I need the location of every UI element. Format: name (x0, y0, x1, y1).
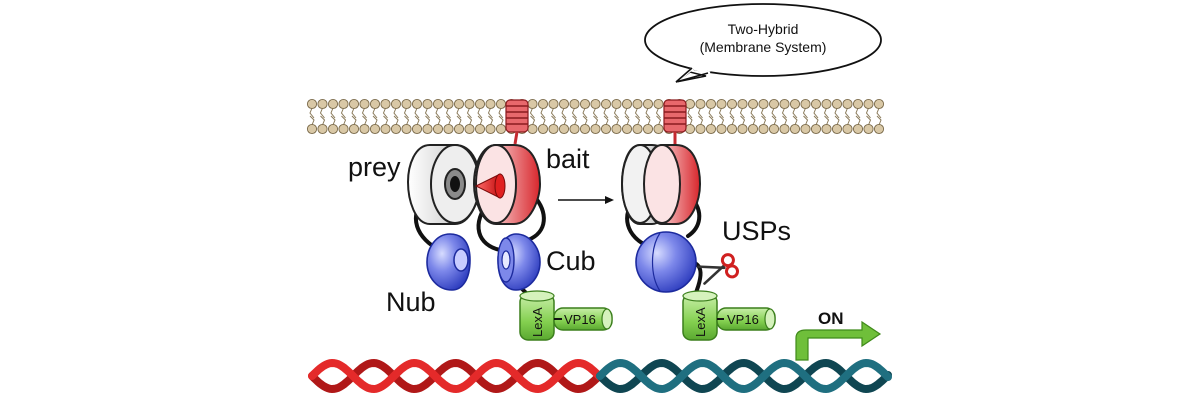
usps-label: USPs (722, 216, 791, 246)
speech-bubble-line1: Two-Hybrid (728, 21, 799, 37)
speech-bubble-line2: (Membrane System) (700, 39, 827, 55)
nub-label: Nub (386, 287, 436, 317)
vp16-label-left: VP16 (564, 312, 596, 327)
reaction-arrow-icon (558, 196, 614, 204)
dna-double-helix (308, 358, 892, 394)
reconstituted-ubiquitin (635, 231, 697, 293)
prey-label: prey (348, 152, 401, 182)
bait-protein-complexed (643, 144, 702, 225)
bait-label: bait (546, 144, 590, 174)
speech-bubble: Two-Hybrid (Membrane System) (644, 3, 882, 84)
prey-protein (406, 144, 482, 225)
lexa-label-left: LexA (530, 307, 545, 337)
cub-domain (497, 233, 541, 291)
lexa-vp16-right: LexA VP16 (682, 290, 776, 341)
vp16-label-right: VP16 (727, 312, 759, 327)
lexa-label-right: LexA (693, 307, 708, 337)
nub-domain (426, 233, 471, 291)
scissors-icon (697, 253, 740, 285)
on-arrow-icon: ON (795, 309, 882, 361)
bait-protein (472, 144, 542, 225)
cub-label: Cub (546, 246, 596, 276)
on-label: ON (818, 309, 844, 328)
transmembrane-helix-right (663, 99, 687, 144)
lipid-bilayer-membrane (306, 98, 885, 135)
speech-bubble-body (644, 3, 882, 77)
lexa-vp16-left: LexA VP16 (519, 290, 613, 341)
transmembrane-helix-left (505, 99, 529, 145)
